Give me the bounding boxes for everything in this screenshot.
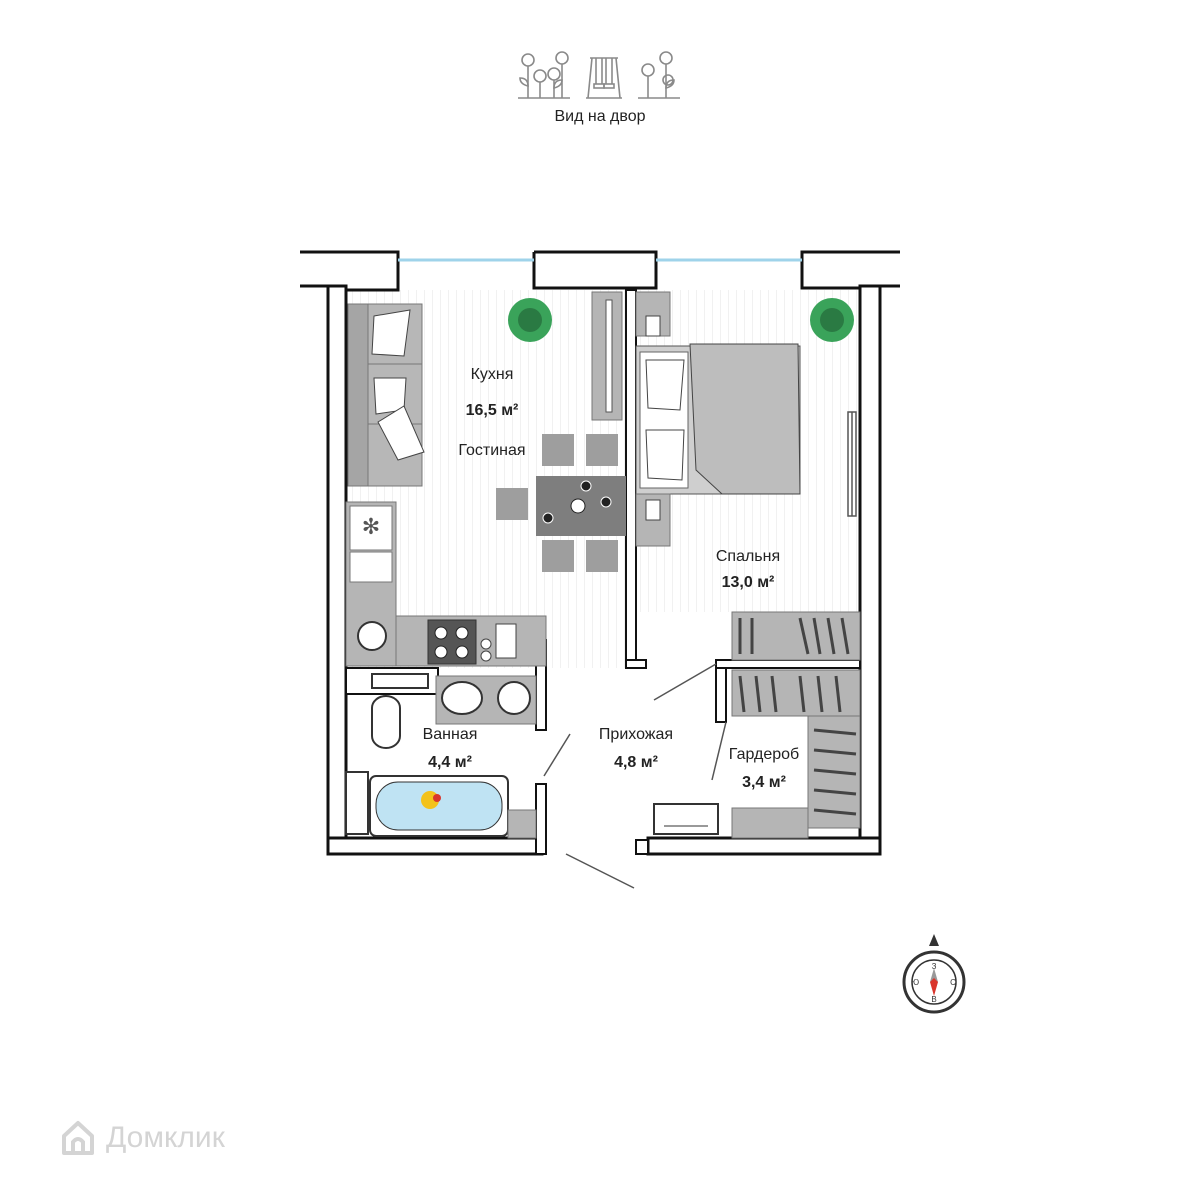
shoe-rack	[653, 803, 719, 835]
bathroom-area: 4,4 м²	[428, 754, 472, 771]
hallway-area: 4,8 м²	[614, 754, 658, 771]
living-room-name: Гостиная	[458, 442, 526, 459]
bedroom-area: 13,0 м²	[721, 574, 775, 591]
kitchen-name: Кухня	[470, 366, 514, 383]
wardrobe-area: 3,4 м²	[742, 774, 786, 791]
bathroom-name: Ванная	[422, 726, 478, 743]
compass-east: С	[950, 978, 956, 987]
bed	[635, 291, 801, 547]
tv-stand	[591, 291, 623, 421]
kitchen-counter: ✻	[345, 501, 547, 667]
compass-north: З	[932, 962, 937, 971]
yard-view-icon	[518, 51, 680, 99]
doors	[543, 411, 857, 889]
watermark: Домклик	[58, 1118, 225, 1158]
bathroom-fixtures	[345, 673, 537, 839]
compass-icon: З С В Ю	[902, 934, 966, 1014]
dining-table	[496, 434, 626, 572]
house-icon	[62, 1121, 94, 1155]
plant-icon	[508, 298, 552, 342]
view-label: Вид на двор	[554, 108, 646, 125]
watermark-text: Домклик	[106, 1121, 225, 1154]
bedroom-name: Спальня	[715, 548, 781, 565]
hangers	[738, 617, 857, 816]
compass-south: В	[931, 995, 936, 1004]
kitchen-area: 16,5 м²	[465, 402, 519, 419]
sofa	[347, 303, 425, 487]
compass-west: Ю	[911, 978, 919, 987]
wardrobe-name: Гардероб	[728, 746, 800, 763]
svg-text:✻: ✻	[362, 514, 380, 539]
plant-icon	[810, 298, 854, 342]
hallway-name: Прихожая	[598, 726, 674, 743]
